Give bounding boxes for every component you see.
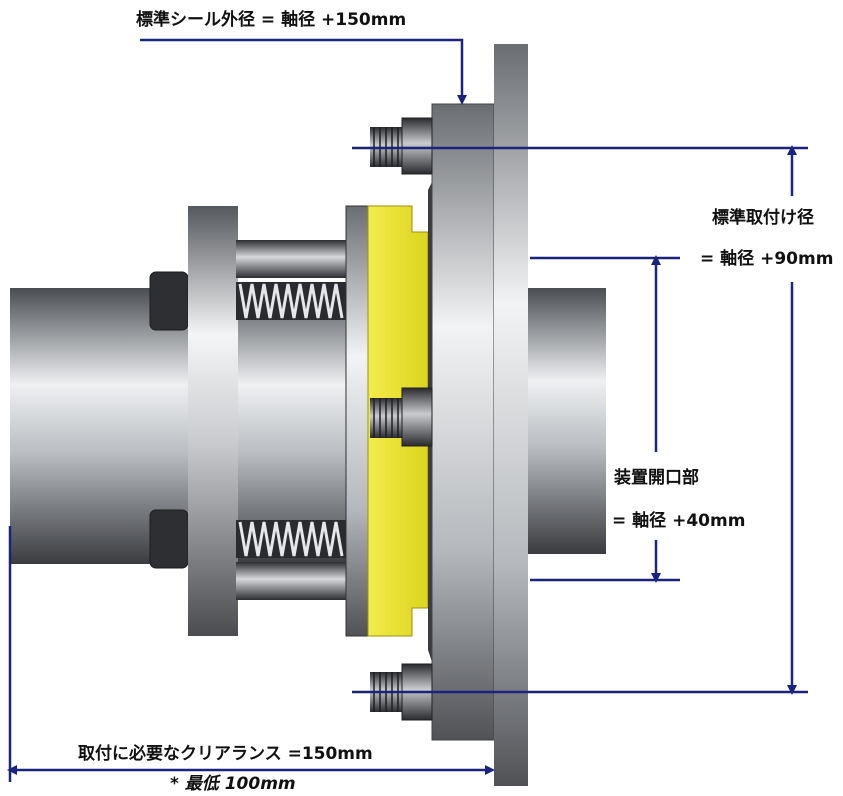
mount-diameter-title: 標準取付け径 [712,208,814,228]
gland-bolt-middle [370,387,433,447]
opening-title: 装置開口部 [614,468,699,488]
rotating-ring [345,205,369,637]
set-screw-bottom [149,509,189,569]
drive-rod-bottom [236,562,348,600]
minimum-note: * 最低 100mm [170,774,296,794]
shaft-right [528,288,606,554]
collar-flange [188,206,238,636]
drive-rod-top [236,240,348,278]
dimension-lines [7,38,808,782]
gland-bolt-top [370,117,433,175]
clearance-label: 取付に必要なクリアランス =150mm [78,744,373,764]
spring-top [236,282,348,320]
equipment-wall [494,44,528,786]
opening-value: = 軸径 +40mm [612,511,746,531]
seal-od-label: 標準シール外径 = 軸径 +150mm [136,10,407,30]
gland-plate [431,103,495,741]
spring-bottom [236,520,348,558]
mount-diameter-value: = 軸径 +90mm [700,249,834,269]
set-screw-top [149,271,189,331]
